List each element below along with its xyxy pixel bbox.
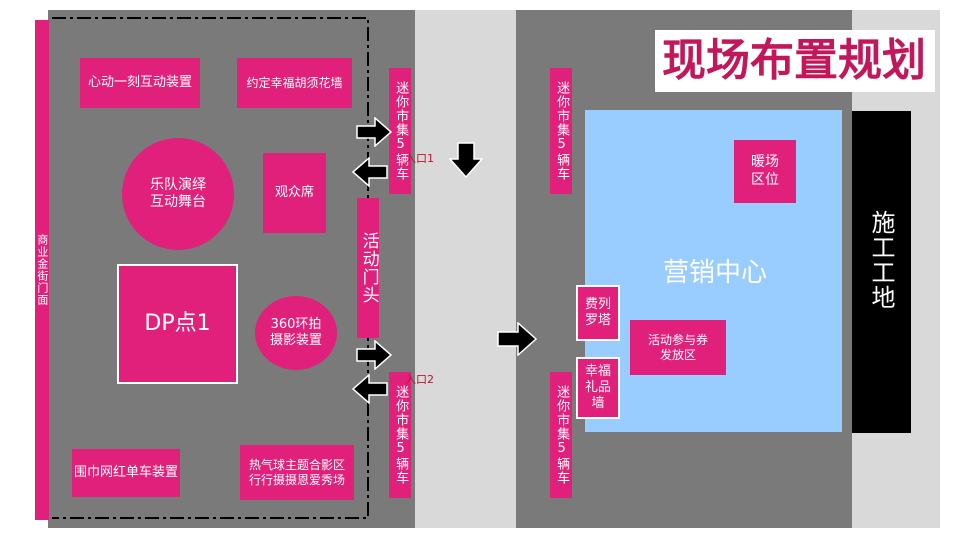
ferris-wheel: 费列 罗塔 (576, 285, 620, 341)
page-title-box (655, 30, 935, 92)
coupon-distribution-area: 活动参与券 发放区 (630, 320, 726, 375)
entrance-1-label: 入口1 (405, 152, 434, 165)
camera-360-device: 360环拍 摄影装置 (255, 296, 337, 370)
entrance-2-label: 入口2 (405, 373, 434, 386)
interactive-device: 心动一刻互动装置 (80, 58, 200, 108)
sales-center-label: 营销中心 (662, 258, 767, 288)
mini-market-right-bottom: 迷你市集5辆车 (550, 372, 572, 498)
construction-site-label: 施工工地 (867, 210, 895, 310)
scarf-bike-device: 围巾网红单车装置 (72, 449, 180, 497)
gift-wall: 幸福 礼品 墙 (576, 357, 620, 419)
central-road (415, 10, 516, 528)
arrow-right-icon (356, 117, 392, 147)
warm-up-area: 暖场 区位 (734, 140, 796, 203)
beard-flower-wall: 约定幸福胡须花墙 (237, 58, 352, 108)
page-title: 现场布置规划 (662, 35, 926, 86)
arrow-down-icon (449, 142, 483, 178)
activity-gate: 活动门头 (357, 198, 379, 338)
dp-point: DP点1 (117, 264, 238, 384)
commercial-street-strip: 商业金街门面 (35, 20, 49, 520)
construction-site (852, 111, 911, 433)
sales-center (585, 110, 842, 432)
mini-market-right-top: 迷你市集5辆车 (550, 68, 572, 194)
arrow-left-icon (352, 374, 388, 404)
mini-market-left-bottom: 迷你市集5辆车 (389, 372, 411, 498)
band-stage: 乐队演绎 互动舞台 (122, 138, 234, 250)
arrow-right-icon (497, 322, 537, 356)
arrow-left-icon (352, 157, 388, 187)
balloon-photo-area: 热气球主题合影区 行行摄摄恩爱秀场 (240, 445, 354, 500)
audience-seats: 观众席 (263, 153, 326, 233)
arrow-right-icon (356, 340, 392, 370)
mini-market-left-top: 迷你市集5辆车 (389, 68, 411, 194)
